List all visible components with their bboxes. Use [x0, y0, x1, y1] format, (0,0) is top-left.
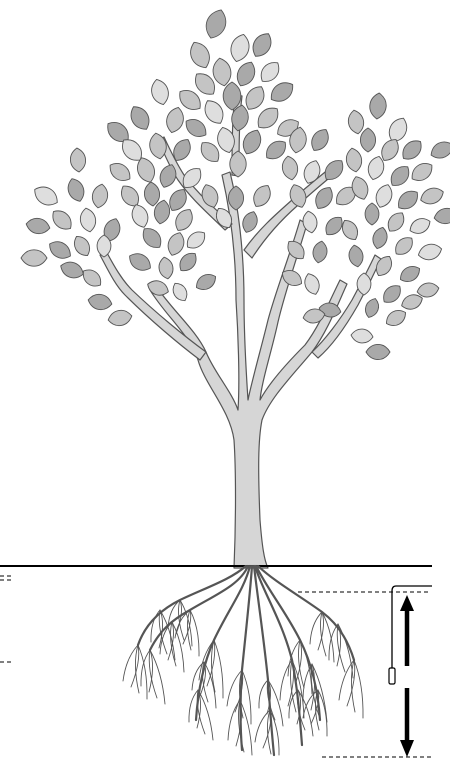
leaf-13 [200, 97, 227, 128]
leaf-119 [366, 344, 390, 359]
leaf-62 [145, 278, 170, 299]
leaf-109 [347, 244, 364, 268]
double-headed-arrow-icon [400, 595, 414, 757]
leaf-81 [311, 240, 328, 264]
leaf-32 [106, 159, 134, 185]
leaf-60 [157, 256, 174, 280]
leaf-108 [416, 242, 443, 263]
leaf-99 [394, 186, 422, 213]
leaf-42 [48, 206, 76, 234]
leaf-6 [233, 59, 259, 89]
leaf-95 [408, 159, 436, 185]
leaf-25 [164, 105, 187, 134]
leaf-89 [360, 128, 375, 152]
leaf-116 [363, 296, 382, 319]
leaf-106 [370, 226, 389, 251]
leaf-16 [182, 115, 210, 141]
leaf-51 [87, 292, 113, 311]
leaf-87 [346, 109, 365, 135]
leaf-50 [79, 266, 105, 291]
root-72 [354, 660, 363, 718]
leaf-3 [228, 32, 252, 64]
leaf-96 [428, 138, 450, 162]
leaf-114 [379, 281, 404, 306]
leaf-38 [31, 182, 62, 209]
root-17 [141, 650, 150, 686]
leaf-52 [107, 308, 133, 327]
leaf-58 [183, 228, 209, 253]
leaf-86 [369, 92, 388, 119]
leaf-53 [129, 202, 151, 230]
leaf-100 [418, 185, 446, 207]
leaf-64 [193, 270, 219, 293]
ground [0, 566, 432, 662]
leaf-67 [249, 182, 274, 210]
arrow-head-down [400, 740, 414, 757]
root-24 [214, 640, 223, 698]
leaf-24 [126, 103, 153, 134]
leaf-69 [240, 209, 261, 234]
leaf-41 [25, 216, 51, 235]
leaf-83 [302, 271, 323, 296]
leaf-118 [350, 328, 373, 344]
leaf-59 [126, 249, 154, 274]
leaf-101 [365, 203, 379, 225]
leaf-19 [239, 127, 265, 157]
leaf-11 [267, 78, 298, 106]
root-41 [259, 680, 268, 708]
leaf-40 [90, 183, 109, 209]
leaf-103 [407, 215, 433, 237]
leaf-5 [211, 57, 233, 88]
leaf-23 [149, 77, 172, 106]
leaf-8 [256, 58, 283, 86]
depth-measurement [298, 586, 432, 757]
leaf-43 [78, 207, 97, 233]
leaf-111 [397, 262, 423, 285]
leaf-37 [69, 147, 86, 172]
leaf-91 [398, 136, 426, 164]
leaf-117 [383, 306, 409, 329]
leaf-2 [186, 39, 214, 72]
leaf-102 [384, 209, 408, 235]
leaf-47 [70, 233, 93, 259]
leaf-94 [386, 162, 413, 190]
leaf-57 [165, 230, 187, 258]
root-12 [190, 610, 199, 656]
leaf-49 [58, 259, 86, 281]
root-82 [131, 645, 139, 687]
leaf-92 [344, 147, 363, 173]
sensor-cable [392, 586, 432, 668]
root-system [123, 566, 363, 755]
leaf-98 [373, 182, 395, 210]
root-7 [138, 566, 246, 645]
root-36 [242, 670, 251, 724]
leaf-71 [307, 126, 332, 154]
leaf-56 [138, 224, 165, 252]
leaf-1 [202, 7, 230, 42]
root-84 [138, 645, 147, 699]
root-3 [241, 566, 253, 750]
root-70 [347, 660, 355, 706]
leaf-72 [280, 155, 299, 181]
canopy [21, 7, 450, 360]
root-4 [254, 566, 274, 755]
leaf-107 [391, 233, 416, 258]
leaf-46 [46, 237, 74, 262]
leaf-39 [65, 176, 87, 204]
leaf-34 [143, 181, 160, 206]
leaf-45 [21, 250, 47, 266]
leaf-63 [170, 280, 191, 304]
leaf-61 [176, 249, 201, 275]
leaf-104 [433, 206, 450, 225]
leaf-4 [248, 30, 275, 61]
root-6 [258, 566, 354, 660]
soil-moisture-probe-icon [389, 668, 395, 684]
